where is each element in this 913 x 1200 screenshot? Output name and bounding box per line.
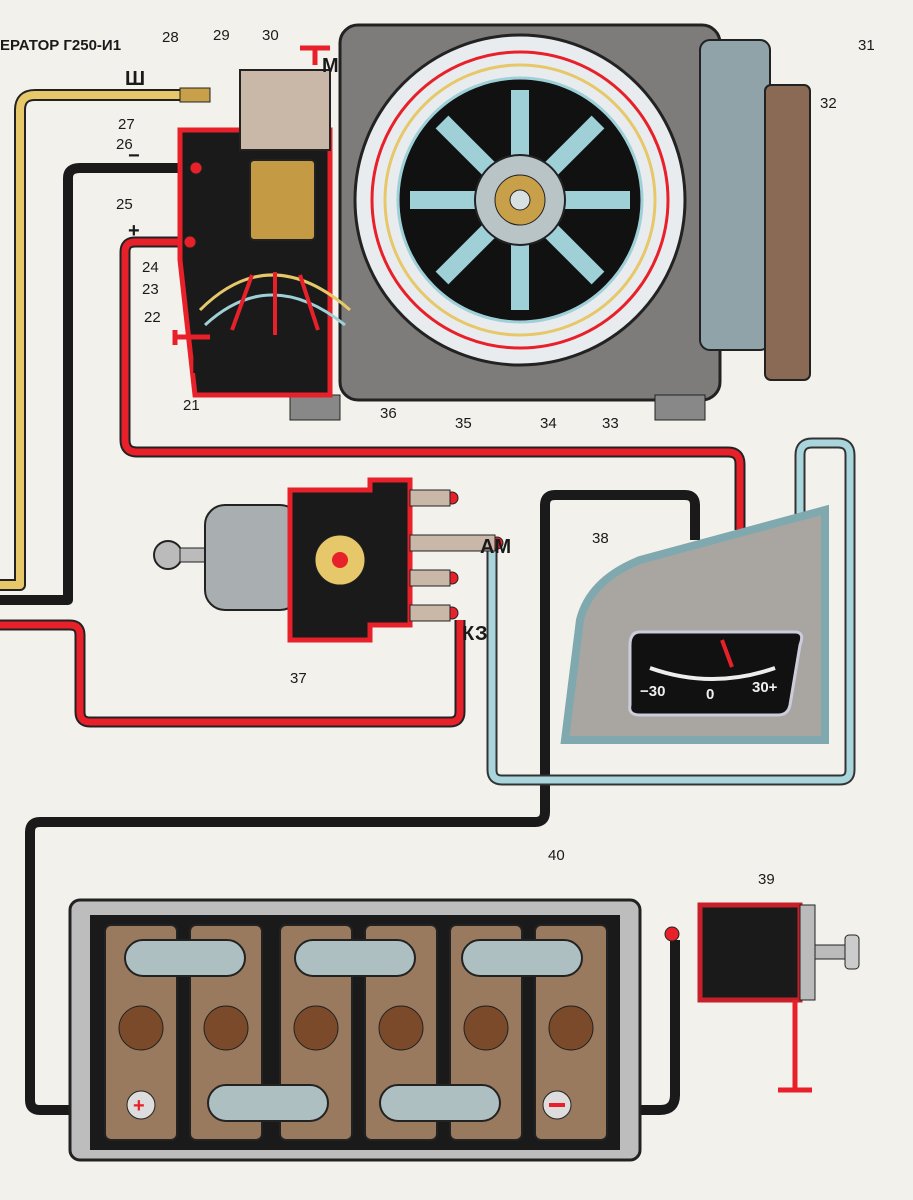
ignition-switch [153, 477, 504, 643]
terminal-minus: − [128, 145, 140, 167]
callout-30: 30 [262, 27, 279, 44]
ammeter-scale-mid: 0 [706, 686, 714, 703]
callout-33: 33 [602, 415, 619, 432]
callout-36: 36 [380, 405, 397, 422]
callout-39: 39 [758, 871, 775, 888]
callout-40: 40 [548, 847, 565, 864]
ground-symbol-top [300, 45, 330, 65]
callout-34: 34 [540, 415, 557, 432]
callout-38: 38 [592, 530, 609, 547]
callouts: 21 22 23 24 25 26 27 28 29 30 31 32 33 3… [116, 27, 875, 888]
generator [172, 23, 811, 421]
callout-27: 27 [118, 116, 135, 133]
terminal-am: АМ [480, 536, 511, 558]
callout-28: 28 [162, 29, 179, 46]
callout-29: 29 [213, 27, 230, 44]
svg-text:+: + [133, 1095, 145, 1117]
black-wire-minus [0, 163, 190, 605]
callout-32: 32 [820, 95, 837, 112]
callout-25: 25 [116, 196, 133, 213]
battery: + [68, 898, 642, 1162]
diagram-title: ЕРАТОР Г250-И1 [0, 37, 121, 54]
ammeter-scale-max: 30+ [752, 679, 778, 696]
black-wire-switch [580, 940, 680, 1115]
slip-rings [249, 159, 316, 241]
black-wire-battery [25, 490, 700, 1115]
callout-26: 26 [116, 136, 133, 153]
callout-23: 23 [142, 281, 159, 298]
ammeter-needle [720, 639, 734, 668]
ammeter: −30 0 30+ [560, 504, 829, 744]
callout-35: 35 [455, 415, 472, 432]
callout-37: 37 [290, 670, 307, 687]
callout-24: 24 [142, 259, 159, 276]
terminal-sh: Ш [125, 68, 145, 90]
ground-symbol-left [172, 330, 210, 345]
red-wire-kz [0, 619, 466, 728]
terminal-kz: КЗ [462, 623, 487, 645]
terminal-mass-top: М [322, 55, 339, 77]
terminal-mass-left: М [192, 356, 209, 378]
callout-31: 31 [858, 37, 875, 54]
terminal-plus: + [128, 220, 140, 242]
callout-22: 22 [144, 309, 161, 326]
ammeter-scale-min: −30 [640, 683, 665, 700]
ground-switch [664, 902, 860, 1093]
callout-21: 21 [183, 397, 200, 414]
pulley [764, 84, 811, 381]
